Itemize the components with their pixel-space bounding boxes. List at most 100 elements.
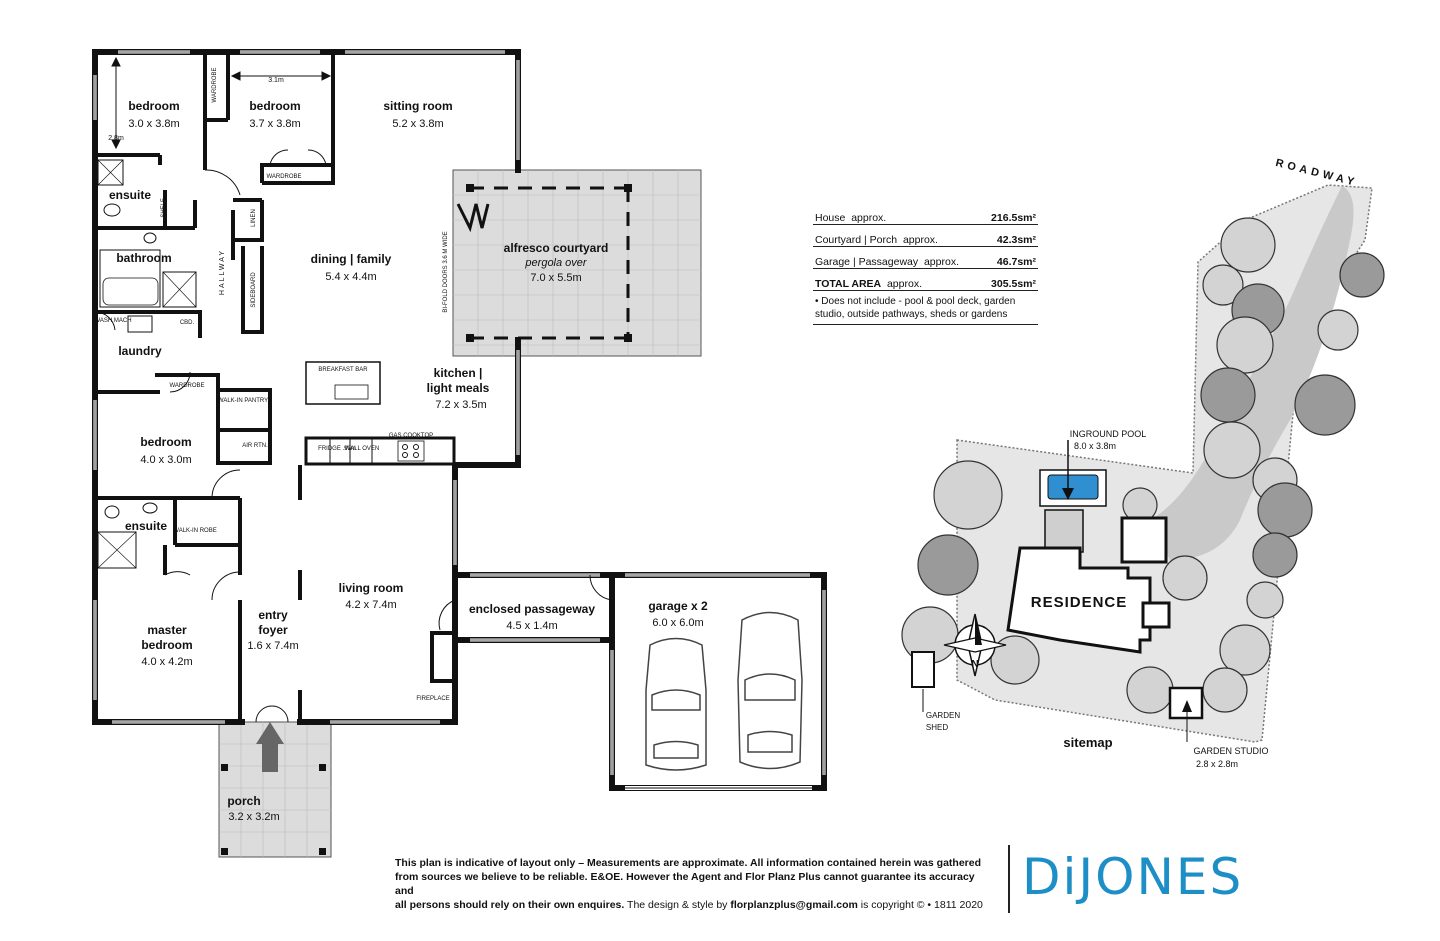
disclaimer-line-3: all persons should rely on their own enq… xyxy=(395,898,995,912)
area-row-total: TOTAL AREA approx. 305.5sm² xyxy=(813,269,1038,291)
area-row-house: House approx. 216.5sm² xyxy=(813,203,1038,225)
label-wardrobe-3: WARDROBE xyxy=(169,383,204,389)
label-wardrobe-1: WARDROBE xyxy=(212,67,218,102)
label-hallway: HALLWAY xyxy=(219,249,226,295)
room-dims-alfresco: 7.0 x 5.5m xyxy=(530,272,581,284)
label-walk-in-robe: WALK-IN ROBE xyxy=(173,528,216,534)
area-row-courtyard: Courtyard | Porch approx. 42.3sm² xyxy=(813,225,1038,247)
room-label-entry-2: foyer xyxy=(258,623,288,637)
room-label-dining: dining | family xyxy=(311,252,392,266)
room-dims-kitchen: 7.2 x 3.5m xyxy=(435,399,486,411)
label-wall-oven: WALL OVEN xyxy=(345,446,380,452)
label-roadway: ROADWAY xyxy=(1274,157,1359,189)
room-dims-entry: 1.6 x 7.4m xyxy=(247,640,298,652)
pool xyxy=(1047,474,1099,500)
compass-north-icon xyxy=(943,613,1007,677)
area-suffix: approx. xyxy=(902,234,938,246)
brand-divider xyxy=(1008,845,1010,913)
bifold-door-icon xyxy=(456,203,490,233)
room-dims-passage: 4.5 x 1.4m xyxy=(506,620,557,632)
room-label-ensuite-1: ensuite xyxy=(109,188,151,202)
label-bifold-doors: BI-FOLD DOORS 3.6 M WIDE xyxy=(443,231,449,312)
room-label-master-1: master xyxy=(147,623,187,637)
label-fireplace: FIREPLACE xyxy=(416,696,449,702)
alfresco-courtyard-area xyxy=(452,169,702,357)
area-suffix: approx. xyxy=(851,212,887,224)
label-wash-mach: WASH MACH xyxy=(94,318,131,324)
label-cbd: CBD. xyxy=(180,320,195,326)
sitemap-diagram xyxy=(901,184,1385,743)
room-label-bedroom-3: bedroom xyxy=(140,435,191,449)
sitemap-title: sitemap xyxy=(1063,735,1112,750)
label-gas-cooktop: GAS COOKTOP xyxy=(389,433,433,439)
room-dims-garage: 6.0 x 6.0m xyxy=(652,617,703,629)
room-label-sitting: sitting room xyxy=(383,99,452,113)
room-label-kitchen-2: light meals xyxy=(427,381,490,395)
room-dims-bedroom-2: 3.7 x 3.8m xyxy=(249,118,300,130)
room-label-bathroom: bathroom xyxy=(116,251,171,265)
car-icon xyxy=(645,637,707,771)
area-suffix: approx. xyxy=(886,278,922,290)
disclaimer-line-3d: is copyright © • 1811 2020 xyxy=(857,899,983,911)
room-dims-bedroom-1: 3.0 x 3.8m xyxy=(128,118,179,130)
label-shed-2: SHED xyxy=(926,723,948,732)
area-value-house: 216.5sm² xyxy=(991,212,1036,224)
driveway xyxy=(1150,186,1354,560)
label-breakfast-bar: BREAKFAST BAR xyxy=(318,367,368,373)
room-label-laundry: laundry xyxy=(118,344,162,358)
car-icon xyxy=(737,611,803,770)
brand-logo: DiJONES xyxy=(1022,848,1244,906)
area-label-garage: Garage | Passageway xyxy=(815,256,919,268)
room-label-entry-1: entry xyxy=(258,608,288,622)
room-label-bedroom-2: bedroom xyxy=(249,99,300,113)
area-value-total: 305.5sm² xyxy=(991,278,1036,290)
area-suffix: approx. xyxy=(923,256,959,268)
room-dims-master: 4.0 x 4.2m xyxy=(141,656,192,668)
disclaimer-line-1: This plan is indicative of layout only –… xyxy=(395,857,982,869)
label-garden-studio: GARDEN STUDIO xyxy=(1193,746,1268,756)
area-label-courtyard: Courtyard | Porch xyxy=(815,234,898,246)
label-walk-in-pantry: WALK-IN PANTRY xyxy=(218,398,268,404)
label-wardrobe-2: WARDROBE xyxy=(266,174,301,180)
label-pool-dims: 8.0 x 3.8m xyxy=(1074,441,1116,451)
disclaimer: This plan is indicative of layout only –… xyxy=(395,856,995,912)
area-summary-table: House approx. 216.5sm² Courtyard | Porch… xyxy=(813,203,1038,325)
area-row-garage: Garage | Passageway approx. 46.7sm² xyxy=(813,247,1038,269)
area-value-courtyard: 42.3sm² xyxy=(996,234,1036,246)
label-linen: LINEN xyxy=(251,209,257,227)
area-label-total: TOTAL AREA xyxy=(815,278,882,290)
room-dims-dining: 5.4 x 4.4m xyxy=(325,271,376,283)
room-label-ensuite-2: ensuite xyxy=(125,519,167,533)
room-label-porch: porch xyxy=(227,794,260,808)
label-air-rtn: AIR RTN. xyxy=(242,443,268,449)
label-fridge: FRIDGE .90m xyxy=(318,446,356,452)
label-shed-1: GARDEN xyxy=(926,711,960,720)
room-dims-living: 4.2 x 7.4m xyxy=(345,599,396,611)
label-sideboard: SIDEBOARD xyxy=(251,272,257,308)
dimension-2-8m: 2.8m xyxy=(108,135,124,142)
disclaimer-line-2: from sources we believe to be reliable. … xyxy=(395,871,975,897)
room-label-master-2: bedroom xyxy=(141,638,192,652)
room-label-passage: enclosed passageway xyxy=(469,602,595,616)
room-dims-sitting: 5.2 x 3.8m xyxy=(392,118,443,130)
disclaimer-line-3a: all persons should rely on their own enq… xyxy=(395,899,625,911)
room-sub-alfresco: pergola over xyxy=(524,257,587,269)
label-shelf: SHELF xyxy=(161,198,167,218)
disclaimer-line-3b: The design & style by xyxy=(624,899,731,911)
area-label-house: House xyxy=(815,212,846,224)
room-label-bedroom-1: bedroom xyxy=(128,99,179,113)
label-garden-studio-dims: 2.8 x 2.8m xyxy=(1196,759,1238,769)
room-label-alfresco: alfresco courtyard xyxy=(504,241,609,255)
entry-arrow-icon xyxy=(256,722,284,772)
area-value-garage: 46.7sm² xyxy=(996,256,1036,268)
room-label-garage: garage x 2 xyxy=(648,599,708,613)
area-note: • Does not include - pool & pool deck, g… xyxy=(813,291,1038,325)
label-residence: RESIDENCE xyxy=(1031,594,1128,611)
label-north: N xyxy=(971,659,978,670)
dimension-3-1m: 3.1m xyxy=(268,77,284,84)
designer-email: florplanzplus@gmail.com xyxy=(730,899,858,911)
room-label-kitchen-1: kitchen | xyxy=(434,366,483,380)
label-pool: INGROUND POOL xyxy=(1070,429,1147,439)
room-dims-porch: 3.2 x 3.2m xyxy=(228,811,279,823)
